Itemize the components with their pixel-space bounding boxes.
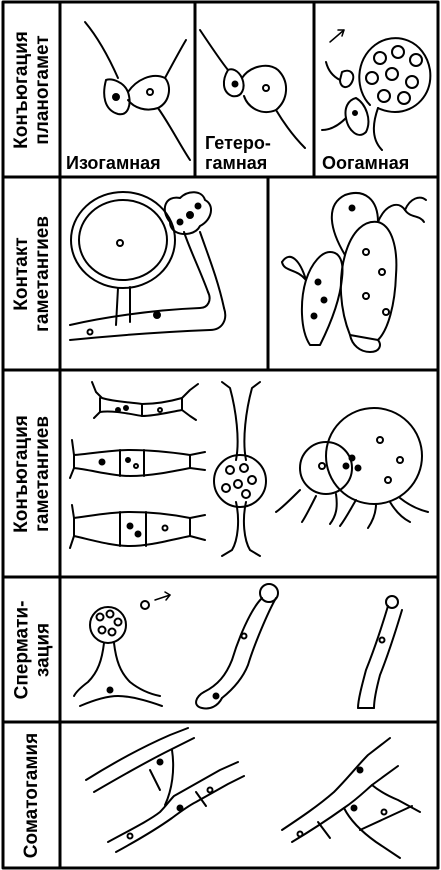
heterogamous-drawing	[200, 30, 305, 148]
row-label-line: Конъюгация	[11, 31, 32, 149]
row-label-spermatization: Спермати- зация	[2, 577, 62, 722]
isogamous-drawing	[85, 22, 190, 160]
row-label-line: Спермати-	[11, 600, 32, 699]
row-label-planogametes: Конъюгация планогамет	[2, 2, 62, 177]
caption-isogamous: Изогамная	[66, 153, 161, 173]
row-label-line: планогамет	[32, 31, 53, 149]
gametangia-conjugation-left-drawing	[70, 382, 205, 548]
row-label-line: Контакт	[11, 215, 32, 331]
row-label-line: зация	[32, 600, 53, 699]
spermatization-center-drawing	[196, 584, 278, 709]
gametangia-contact-right-drawing	[282, 193, 426, 352]
row-label-gametangia-conjugation: Конъюгация гаметангиев	[2, 370, 62, 577]
row-label-line: Конъюгация	[11, 415, 32, 533]
caption-oogamous: Оогамная	[322, 153, 409, 173]
gametangia-conjugation-center-drawing	[214, 382, 266, 556]
gametangia-conjugation-right-drawing	[276, 408, 428, 528]
somatogamy-left-drawing	[86, 728, 244, 852]
row-label-somatogamy: Соматогамия	[2, 722, 62, 868]
grid-lines	[3, 2, 438, 868]
row-label-line: Соматогамия	[22, 732, 43, 857]
spermatization-left-drawing	[74, 592, 170, 706]
oogamous-drawing	[322, 30, 430, 150]
caption-heterogamous-line1: Гетеро-	[205, 133, 271, 153]
row-label-gametangia-contact: Контакт гаметангиев	[2, 177, 62, 370]
caption-heterogamous-line2: гамная	[205, 153, 267, 173]
somatogamy-right-drawing	[282, 738, 420, 858]
spermatization-right-drawing	[358, 596, 402, 708]
row-label-line: гаметангиев	[32, 215, 53, 331]
gametangia-contact-left-drawing	[70, 192, 225, 340]
row-label-line: гаметангиев	[32, 415, 53, 533]
